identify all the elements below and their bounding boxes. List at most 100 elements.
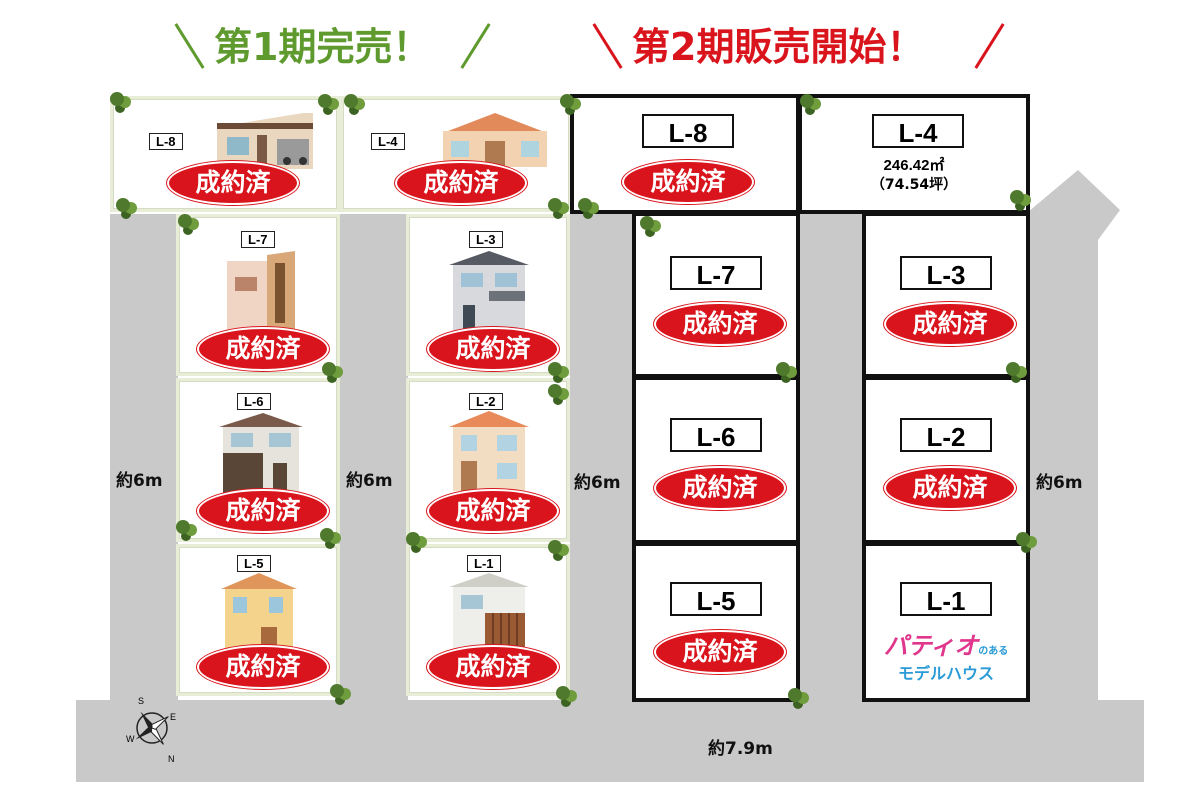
heading-slash — [592, 23, 623, 69]
tree-icon — [178, 214, 192, 228]
sold-badge: 成約済 — [197, 645, 329, 689]
road-vertical-4 — [796, 214, 864, 704]
tree-icon — [320, 528, 334, 542]
road-width-label-bottom: 約7.9m — [708, 739, 773, 759]
house-illustration — [449, 411, 529, 491]
tree-icon — [322, 362, 336, 376]
phase1-lot-L-7[interactable]: L-7 成約済 — [176, 214, 340, 376]
phase1-lot-L-6[interactable]: L-6 成約済 — [176, 378, 340, 542]
lot-number-tag: L-1 — [467, 555, 501, 572]
sold-badge: 成約済 — [654, 302, 786, 346]
house-illustration — [219, 413, 303, 493]
tree-icon — [318, 94, 332, 108]
road-vertical-5 — [1028, 170, 1120, 705]
tree-icon — [1006, 362, 1020, 376]
sold-badge: 成約済 — [197, 489, 329, 533]
lot-number-tag: L-6 — [237, 393, 271, 410]
compass-east: E — [170, 712, 176, 722]
sold-badge: 成約済 — [395, 161, 527, 205]
compass-west: W — [126, 734, 135, 744]
lot-number-tag: L-4 — [872, 114, 964, 148]
sold-badge: 成約済 — [654, 466, 786, 510]
lot-number-tag: L-5 — [670, 582, 762, 616]
lot-number-tag: L-8 — [149, 133, 183, 150]
sold-badge: 成約済 — [427, 645, 559, 689]
phase2-lot-L-1[interactable]: L-1 パティオのある モデルハウス — [862, 542, 1030, 702]
compass-icon: S E W N — [126, 696, 176, 764]
lot-area-tsubo: （74.54坪） — [870, 177, 958, 193]
lot-number-tag: L-3 — [900, 256, 992, 290]
sold-badge: 成約済 — [884, 466, 1016, 510]
sold-badge: 成約済 — [427, 489, 559, 533]
sold-badge: 成約済 — [622, 160, 754, 204]
lot-number-tag: L-2 — [900, 418, 992, 452]
road-vertical-2 — [338, 214, 408, 704]
tree-icon — [578, 198, 592, 212]
tree-icon — [556, 686, 570, 700]
house-illustration — [443, 113, 547, 167]
road-width-label: 約6m — [1036, 473, 1083, 493]
tree-icon — [110, 92, 124, 106]
tree-icon — [548, 198, 562, 212]
tree-icon — [1010, 190, 1024, 204]
road-bottom — [76, 700, 1144, 782]
tree-icon — [548, 384, 562, 398]
house-illustration — [227, 251, 295, 333]
lot-number-tag: L-8 — [642, 114, 734, 148]
phase2-lot-L-2[interactable]: L-2 成約済 — [862, 376, 1030, 544]
tree-icon — [776, 362, 790, 376]
tree-icon — [1016, 532, 1030, 546]
phase1-lot-L-8[interactable]: L-8 成約済 — [110, 96, 340, 212]
phase2-lot-L-8[interactable]: L-8 成約済 — [570, 94, 800, 214]
phase2-lot-L-3[interactable]: L-3 成約済 — [862, 212, 1030, 378]
road-width-label: 約6m — [116, 471, 163, 491]
tree-icon — [560, 94, 574, 108]
sold-badge: 成約済 — [884, 302, 1016, 346]
lot-number-tag: L-6 — [670, 418, 762, 452]
road-vertical-3 — [570, 214, 634, 704]
tree-icon — [788, 688, 802, 702]
heading-slash — [174, 23, 205, 69]
phase1-lot-L-2[interactable]: L-2 成約済 — [406, 378, 570, 542]
sold-badge: 成約済 — [427, 327, 559, 371]
compass-north: N — [168, 754, 175, 764]
patio-logo-small: のある — [978, 646, 1009, 657]
phase2-lot-L-4[interactable]: L-4 246.42㎡ （74.54坪） — [798, 94, 1030, 214]
model-house-logo: パティオのある — [866, 626, 1026, 661]
road-width-label: 約6m — [346, 471, 393, 491]
lot-number-tag: L-2 — [469, 393, 503, 410]
patio-logo-text: パティオ — [883, 632, 979, 660]
compass-south: S — [138, 696, 144, 706]
phase1-heading: 第1期完売！ — [214, 25, 431, 69]
tree-icon — [406, 532, 420, 546]
phase1-lot-L-3[interactable]: L-3 成約済 — [406, 214, 570, 376]
house-illustration — [221, 573, 297, 653]
heading-slash — [460, 23, 491, 69]
phase1-lot-L-5[interactable]: L-5 成約済 — [176, 544, 340, 696]
lot-number-tag: L-7 — [670, 256, 762, 290]
tree-icon — [330, 684, 344, 698]
house-illustration — [217, 113, 313, 169]
phase2-lot-L-7[interactable]: L-7 成約済 — [632, 212, 800, 378]
phase2-lot-L-5[interactable]: L-5 成約済 — [632, 542, 800, 702]
tree-icon — [116, 198, 130, 212]
tree-icon — [800, 94, 814, 108]
lot-number-tag: L-4 — [371, 133, 405, 150]
lot-area-sqm: 246.42㎡ — [883, 157, 945, 174]
phase2-heading: 第2期販売開始！ — [632, 25, 925, 69]
phase1-lot-L-1[interactable]: L-1 成約済 — [406, 544, 570, 696]
tree-icon — [176, 520, 190, 534]
lot-number-tag: L-5 — [237, 555, 271, 572]
road-width-label: 約6m — [574, 473, 621, 493]
road-vertical-1 — [110, 214, 178, 704]
tree-icon — [640, 216, 654, 230]
house-illustration — [449, 251, 529, 333]
lot-number-tag: L-7 — [241, 231, 275, 248]
heading-slash — [974, 23, 1005, 69]
sold-badge: 成約済 — [197, 327, 329, 371]
tree-icon — [548, 362, 562, 376]
phase1-lot-L-4[interactable]: L-4 成約済 — [340, 96, 572, 212]
sold-badge: 成約済 — [654, 630, 786, 674]
phase2-lot-L-6[interactable]: L-6 成約済 — [632, 376, 800, 544]
lot-number-tag: L-3 — [469, 231, 503, 248]
